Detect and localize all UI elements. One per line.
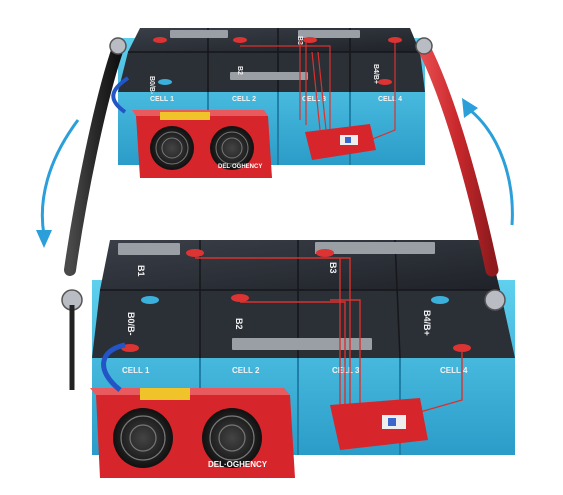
top-balance-connector bbox=[305, 124, 376, 160]
top-bms-terminal-block bbox=[160, 112, 210, 120]
top-terminal-label-b4: B4/B+ bbox=[372, 64, 379, 84]
top-terminal-cap bbox=[388, 37, 402, 43]
negative-lug-top bbox=[109, 37, 127, 55]
top-cell-label-3: CELL 3 bbox=[302, 96, 326, 103]
top-busbar-3 bbox=[230, 72, 308, 80]
bottom-terminal-cap bbox=[316, 249, 334, 257]
bottom-balance-connector bbox=[330, 398, 428, 450]
bottom-pack-front-row bbox=[92, 290, 515, 358]
bottom-terminal-cap bbox=[453, 344, 471, 352]
top-cell-label-1: CELL 1 bbox=[150, 96, 174, 103]
top-terminal-cap bbox=[153, 37, 167, 43]
top-blue-wire bbox=[111, 76, 130, 114]
top-terminal-label-b0: B0/B- bbox=[148, 76, 155, 95]
bottom-terminal-label-b3: B3 bbox=[328, 262, 338, 274]
bottom-cell-label-1: CELL 1 bbox=[122, 366, 150, 375]
curved-arrow-up-icon bbox=[462, 98, 514, 226]
bottom-bms-brand: DEL·OGHENCY bbox=[208, 460, 268, 469]
bottom-terminal-label-b4: B4/B+ bbox=[422, 310, 432, 336]
bottom-terminal-label-b2: B2 bbox=[234, 318, 244, 330]
bottom-balance-wires bbox=[195, 257, 463, 413]
top-busbar-1 bbox=[170, 30, 228, 38]
negative-cable bbox=[61, 37, 130, 392]
top-bms-fan-1 bbox=[150, 126, 194, 170]
top-balance-wires bbox=[240, 40, 331, 131]
positive-lug-top bbox=[415, 37, 433, 55]
top-vent-cap bbox=[158, 79, 172, 85]
top-cell-label-4: CELL 4 bbox=[378, 96, 402, 103]
bottom-terminal-label-b0: B0/B- bbox=[126, 312, 136, 336]
positive-cable bbox=[415, 37, 506, 311]
bottom-cell-label-2: CELL 2 bbox=[232, 366, 260, 375]
bottom-terminal-label-b1: B1 bbox=[136, 265, 146, 277]
bottom-blue-wire bbox=[101, 342, 126, 392]
top-terminal-cap bbox=[378, 79, 392, 85]
top-bms-brand: DEL·OGHENCY bbox=[218, 164, 262, 170]
top-busbar-2 bbox=[298, 30, 360, 38]
bottom-busbar-3 bbox=[232, 338, 372, 350]
bottom-bms-fan-1 bbox=[113, 408, 173, 468]
top-bms-board: DEL·OGHENCY bbox=[132, 110, 272, 178]
top-terminal-cap bbox=[303, 37, 317, 43]
bottom-busbar-1 bbox=[118, 243, 180, 255]
bottom-bms-terminal-block bbox=[140, 388, 190, 400]
bottom-bms-board: DEL·OGHENCY bbox=[90, 388, 295, 478]
bottom-cell-label-4: CELL 4 bbox=[440, 366, 468, 375]
bottom-cell-label-3: CELL 3 bbox=[332, 366, 360, 375]
curved-arrow-down-icon bbox=[36, 119, 80, 248]
top-terminal-cap bbox=[233, 37, 247, 43]
top-terminal-label-b2: B2 bbox=[236, 66, 243, 75]
top-cell-label-2: CELL 2 bbox=[232, 96, 256, 103]
bottom-busbar-2 bbox=[315, 242, 435, 254]
bottom-vent-cap bbox=[141, 296, 159, 304]
bottom-bms-fan-2 bbox=[202, 408, 262, 468]
bottom-terminal-cap bbox=[121, 344, 139, 352]
positive-lug-bottom bbox=[484, 289, 506, 311]
bottom-terminal-cap bbox=[186, 249, 204, 257]
bottom-vent-cap bbox=[431, 296, 449, 304]
bottom-terminal-cap bbox=[231, 294, 249, 302]
